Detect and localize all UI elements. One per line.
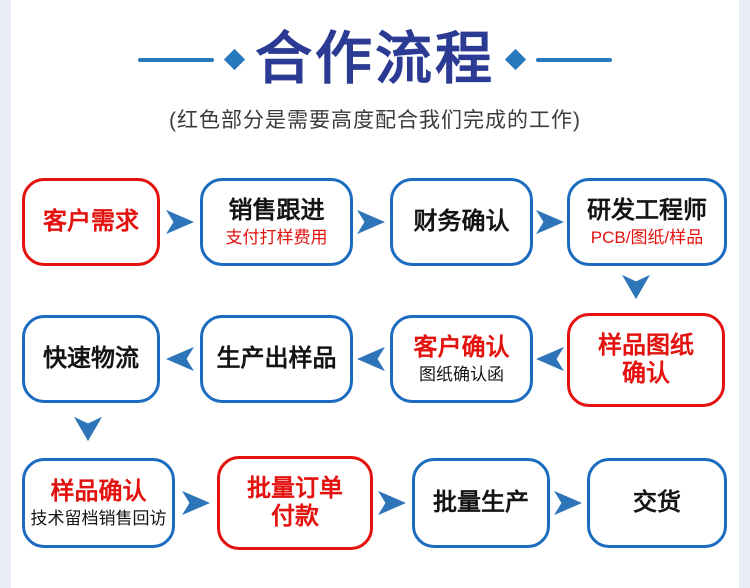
- flow-box-bulk-order-payment: 批量订单 付款: [217, 456, 373, 550]
- box-title: 交货: [633, 488, 681, 516]
- flow-box-rd-engineer: 研发工程师 PCB/图纸/样品: [567, 178, 727, 266]
- page-title: 合作流程: [255, 27, 495, 91]
- title-row: 合作流程: [0, 24, 750, 95]
- flow-box-sales-follow-up: 销售跟进 支付打样费用: [200, 178, 353, 266]
- box-title: 财务确认: [413, 207, 510, 235]
- arrow-down-icon: [620, 273, 652, 301]
- box-subtitle: PCB/图纸/样品: [590, 227, 704, 247]
- title-ornament-line-right: [536, 57, 612, 62]
- diamond-icon: [504, 49, 527, 71]
- flow-box-finance-confirm: 财务确认: [390, 178, 533, 266]
- flow-box-fast-logistics: 快速物流: [22, 315, 160, 403]
- flow-box-customer-demand: 客户需求: [22, 178, 160, 266]
- arrow-left-icon: [355, 345, 387, 373]
- flow-box-sample-drawing-confirm: 样品图纸 确认: [567, 313, 725, 407]
- arrow-left-icon: [164, 345, 196, 373]
- arrow-right-icon: [180, 489, 212, 517]
- box-title: 样品确认: [50, 477, 147, 505]
- box-title-line2: 付款: [271, 503, 319, 530]
- box-subtitle: 图纸确认函: [419, 364, 504, 384]
- box-title: 客户确认: [413, 333, 510, 361]
- flow-box-bulk-production: 批量生产: [412, 458, 550, 548]
- diamond-icon: [223, 49, 246, 71]
- flow-box-delivery: 交货: [587, 458, 727, 548]
- flow-box-sample-confirm: 样品确认 技术留档销售回访: [22, 458, 175, 548]
- arrow-right-icon: [164, 208, 196, 236]
- page-subtitle: (红色部分是需要高度配合我们完成的工作): [169, 109, 581, 133]
- flow-box-customer-confirm: 客户确认 图纸确认函: [390, 315, 533, 403]
- arrow-right-icon: [355, 208, 387, 236]
- header: 合作流程 (红色部分是需要高度配合我们完成的工作): [0, 24, 750, 134]
- arrow-left-icon: [534, 345, 566, 373]
- box-title-line1: 样品图纸: [598, 331, 694, 359]
- box-title: 生产出样品: [216, 344, 337, 372]
- box-title: 批量生产: [433, 488, 529, 516]
- box-title: 销售跟进: [228, 196, 325, 224]
- box-title: 客户需求: [43, 207, 139, 235]
- arrow-down-icon: [72, 415, 104, 443]
- box-title: 快速物流: [43, 344, 139, 372]
- flow-box-produce-sample: 生产出样品: [200, 315, 353, 403]
- title-ornament-line-left: [138, 57, 214, 62]
- right-edge-strip: [739, 0, 750, 588]
- box-subtitle: 技术留档销售回访: [30, 508, 167, 528]
- box-title: 研发工程师: [587, 196, 707, 224]
- box-subtitle: 支付打样费用: [225, 227, 328, 247]
- arrow-right-icon: [552, 489, 584, 517]
- arrow-right-icon: [534, 208, 566, 236]
- box-title-line2: 确认: [622, 360, 670, 387]
- left-edge-strip: [0, 0, 11, 588]
- arrow-right-icon: [376, 489, 408, 517]
- box-title-line1: 批量订单: [247, 474, 343, 502]
